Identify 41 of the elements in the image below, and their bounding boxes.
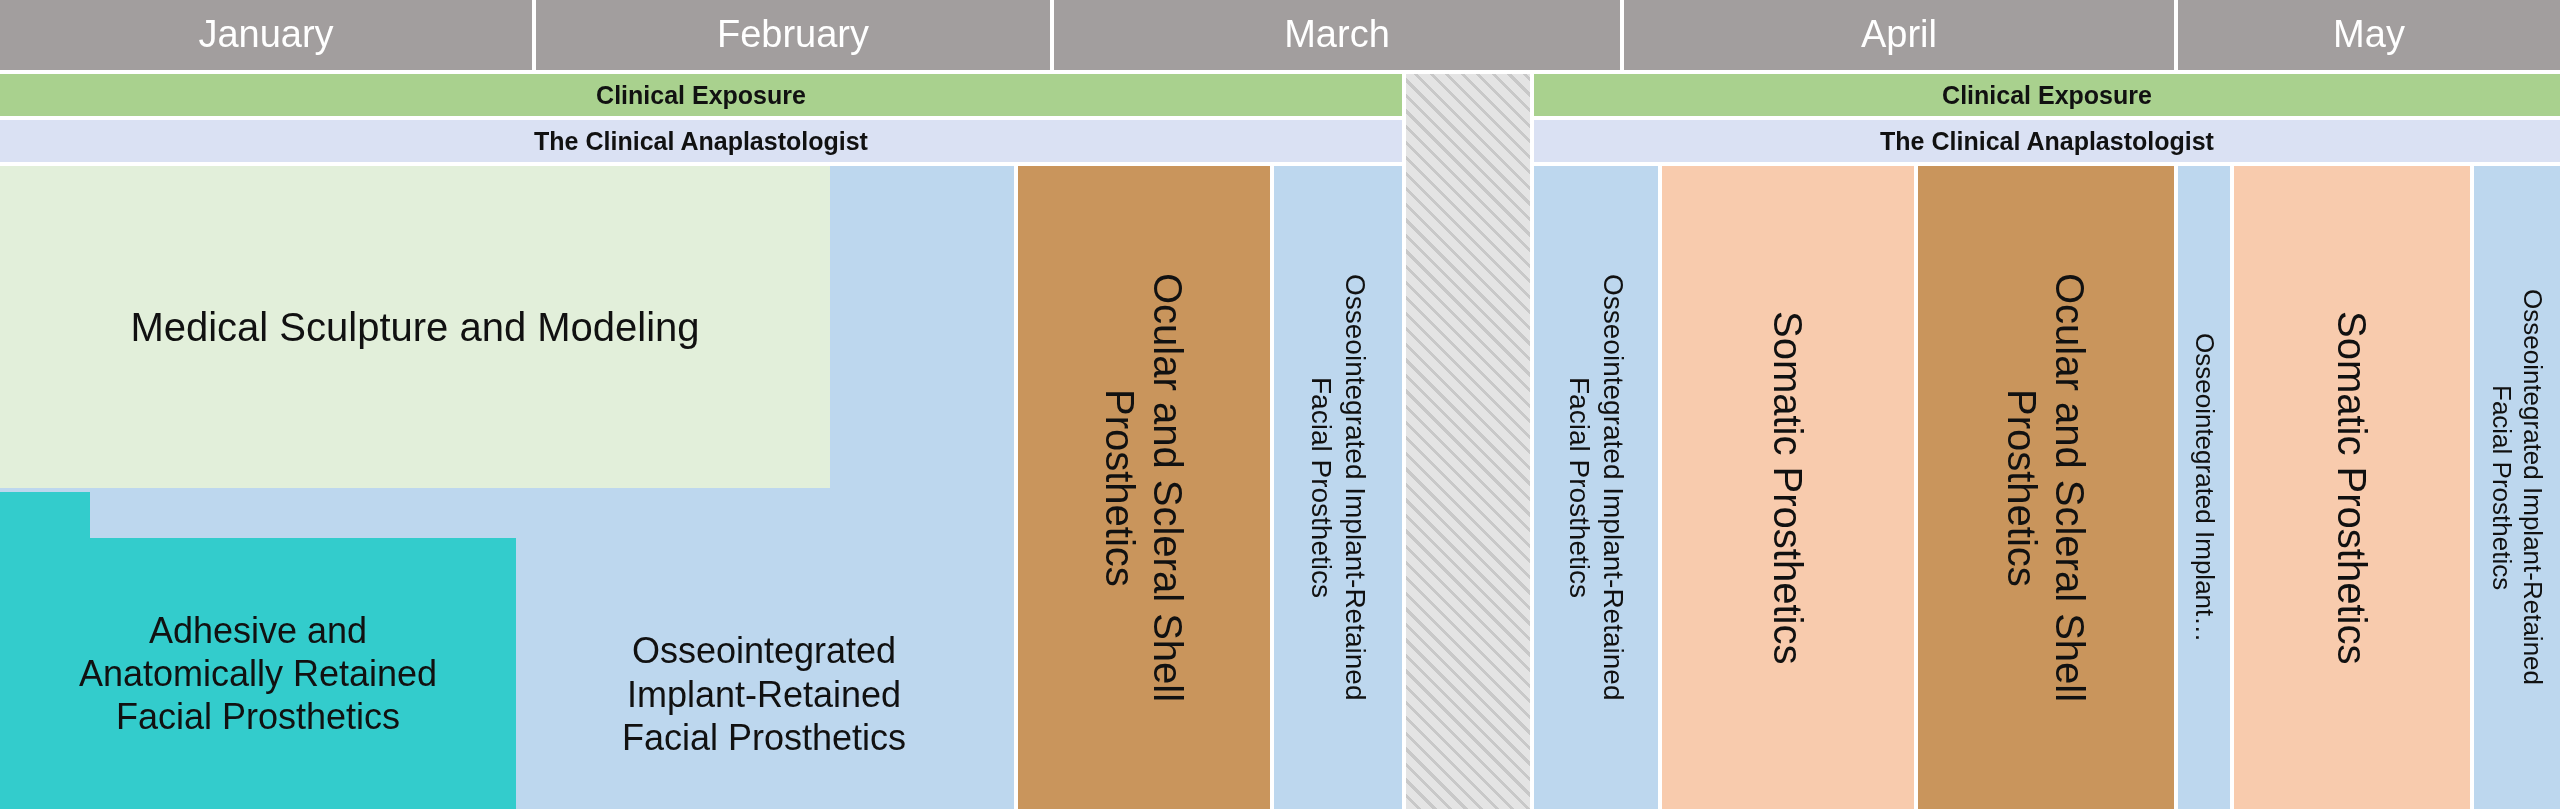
program-band [0,74,1402,116]
course-title: Osseointegrated Implant-Retained Facial Prosthetics [2486,288,2549,688]
course-block [1662,166,1914,809]
course-block [1918,166,2174,809]
course-title: Somatic Prosthetics [2329,310,2375,665]
month-label: February [716,12,870,58]
month-header [0,0,532,70]
program-band [1534,120,2560,162]
course-block [2178,166,2230,809]
course-title: Osseointegrated Implant… [2188,332,2220,643]
month-label: May [2333,12,2405,58]
break-band [1406,74,1530,809]
band-label: The Clinical Anaplastologist [534,126,868,156]
band-label: The Clinical Anaplastologist [1880,126,2214,156]
month-header [1054,0,1620,70]
program-band [0,120,1402,162]
course-block [2234,166,2470,809]
course-title: Osseointegrated Implant-Retained Facial Prosthetics [1305,273,1372,703]
month-header [536,0,1050,70]
course-block [1534,166,1658,809]
month-header [1624,0,2174,70]
band-label: Clinical Exposure [1942,80,2152,110]
course-title: Osseointegrated Implant-Retained Facial Prosthetics [620,629,908,759]
month-label: January [198,12,334,58]
course-block [0,492,516,809]
course-block [2474,166,2560,809]
band-label: Clinical Exposure [596,80,806,110]
course-block [1274,166,1402,809]
course-title: Ocular and Scleral Shell Prosthetics [1999,271,2093,705]
course-title: Osseointegrated Implant-Retained Facial Prosthetics [1563,273,1630,703]
course-block [0,166,830,488]
month-header [2178,0,2560,70]
program-band [1534,74,2560,116]
course-title: Medical Sculpture and Modeling [130,304,700,351]
course-title: Ocular and Scleral Shell Prosthetics [1097,271,1191,705]
month-label: March [1284,12,1390,58]
course-title: Adhesive and Anatomically Retained Facial Prosthetics [77,608,439,739]
month-label: April [1861,12,1937,58]
course-block [1018,166,1270,809]
course-block [0,166,1014,809]
course-title: Somatic Prosthetics [1765,310,1811,665]
